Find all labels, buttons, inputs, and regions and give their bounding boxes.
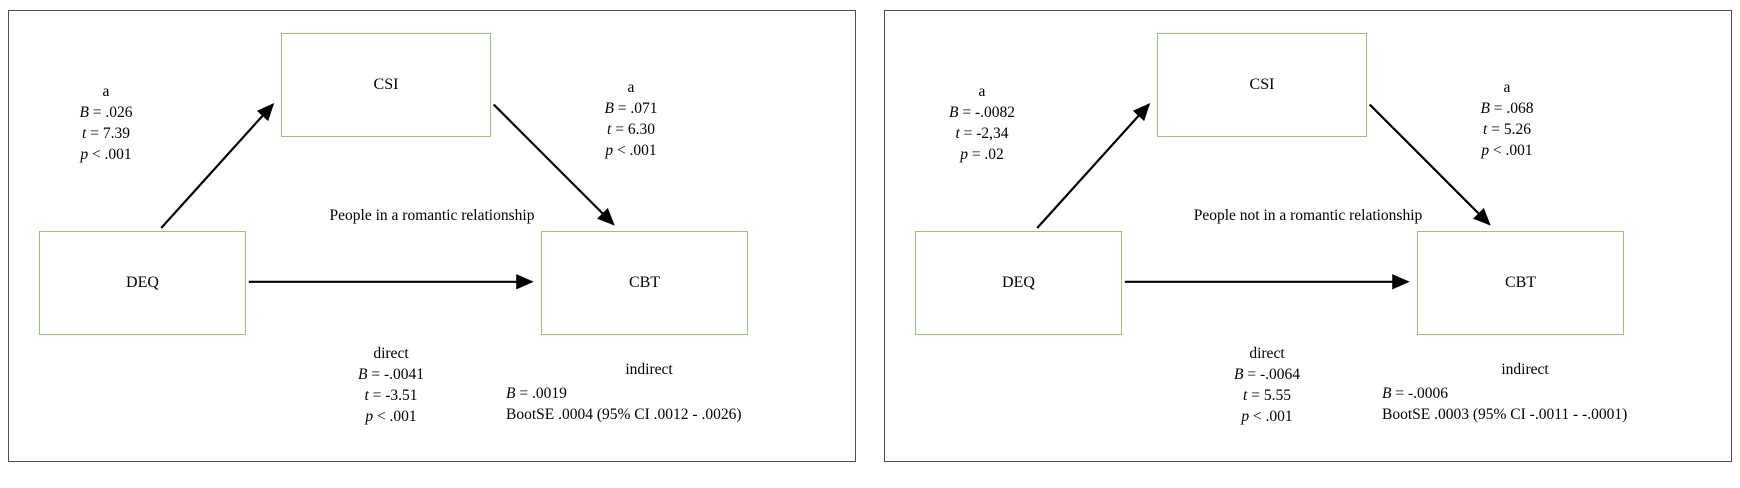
stat-line: t = -3.51 xyxy=(364,387,418,404)
indirect-effect-stats: B = .0019 BootSE .0004 (95% CI .0012 - .… xyxy=(506,383,851,425)
direct-label: direct xyxy=(373,345,409,362)
path-a-right-label: a xyxy=(1503,79,1511,96)
box-csi-label: CSI xyxy=(1249,76,1275,93)
direct-effect-stats: direct B = -.0041 t = -3.51 p < .001 xyxy=(316,343,466,427)
stat-line: t = 6.30 xyxy=(607,121,655,138)
box-cbt-label: CBT xyxy=(1504,274,1537,291)
box-cbt-label: CBT xyxy=(628,274,661,291)
stat-line: B = .071 xyxy=(604,100,658,117)
box-cbt: CBT xyxy=(1417,231,1624,335)
panel-romantic-relationship: CSI DEQ CBT a B = .026 t = 7.39 p < .001… xyxy=(8,10,856,462)
path-a-right-stats: a B = .068 t = 5.26 p < .001 xyxy=(1432,77,1582,161)
arrow-deq-to-csi xyxy=(160,102,275,229)
arrow-csi-to-cbt xyxy=(1368,103,1491,226)
group-label: People in a romantic relationship xyxy=(329,207,535,224)
stat-line: p < .001 xyxy=(1241,408,1293,425)
box-deq-label: DEQ xyxy=(1002,274,1035,291)
stat-line: B = .0019 xyxy=(506,385,567,402)
path-arrows xyxy=(1036,102,1491,290)
stat-line: B = .026 xyxy=(79,104,133,121)
indirect-effect-stats: B = -.0006 BootSE .0003 (95% CI -.0011 -… xyxy=(1382,383,1727,425)
indirect-label: indirect xyxy=(1501,361,1549,378)
direct-label: direct xyxy=(1249,345,1285,362)
path-a-right-stats: a B = .071 t = 6.30 p < .001 xyxy=(556,77,706,161)
arrow-deq-to-csi xyxy=(1036,102,1151,229)
panel-not-romantic-relationship: CSI DEQ CBT a B = -.0082 t = -2,34 p = .… xyxy=(884,10,1732,462)
stat-line: B = .068 xyxy=(1480,100,1534,117)
box-cbt: CBT xyxy=(541,231,748,335)
stat-line: p < .001 xyxy=(365,408,417,425)
stat-line: t = 5.55 xyxy=(1243,387,1291,404)
path-a-left-label: a xyxy=(978,83,986,100)
stat-line: p < .001 xyxy=(1481,142,1533,159)
box-csi-label: CSI xyxy=(373,76,399,93)
box-csi: CSI xyxy=(281,33,491,137)
indirect-label: indirect xyxy=(625,361,673,378)
path-a-left-label: a xyxy=(102,83,110,100)
path-a-right-label: a xyxy=(627,79,635,96)
stat-line: B = -.0064 xyxy=(1234,366,1300,383)
path-a-left-stats: a B = -.0082 t = -2,34 p = .02 xyxy=(907,81,1057,165)
stat-line: B = -.0041 xyxy=(358,366,424,383)
stat-line: t = 5.26 xyxy=(1483,121,1531,138)
box-deq-label: DEQ xyxy=(126,274,159,291)
box-csi: CSI xyxy=(1157,33,1367,137)
stat-line: t = 7.39 xyxy=(82,125,130,142)
path-arrows xyxy=(160,102,615,290)
stat-line: B = -.0006 xyxy=(1382,385,1448,402)
stat-line: p < .001 xyxy=(605,142,657,159)
path-a-left-stats: a B = .026 t = 7.39 p < .001 xyxy=(31,81,181,165)
box-deq: DEQ xyxy=(39,231,246,335)
direct-effect-stats: direct B = -.0064 t = 5.55 p < .001 xyxy=(1192,343,1342,427)
stat-line: p = .02 xyxy=(960,146,1004,163)
bootse-line: BootSE .0003 (95% CI -.0011 - -.0001) xyxy=(1382,406,1628,423)
stat-line: B = -.0082 xyxy=(949,104,1015,121)
stat-line: t = -2,34 xyxy=(955,125,1009,142)
bootse-line: BootSE .0004 (95% CI .0012 - .0026) xyxy=(506,406,742,423)
box-deq: DEQ xyxy=(915,231,1122,335)
stat-line: p < .001 xyxy=(80,146,132,163)
arrow-csi-to-cbt xyxy=(492,103,615,226)
group-label: People not in a romantic relationship xyxy=(1193,207,1423,224)
